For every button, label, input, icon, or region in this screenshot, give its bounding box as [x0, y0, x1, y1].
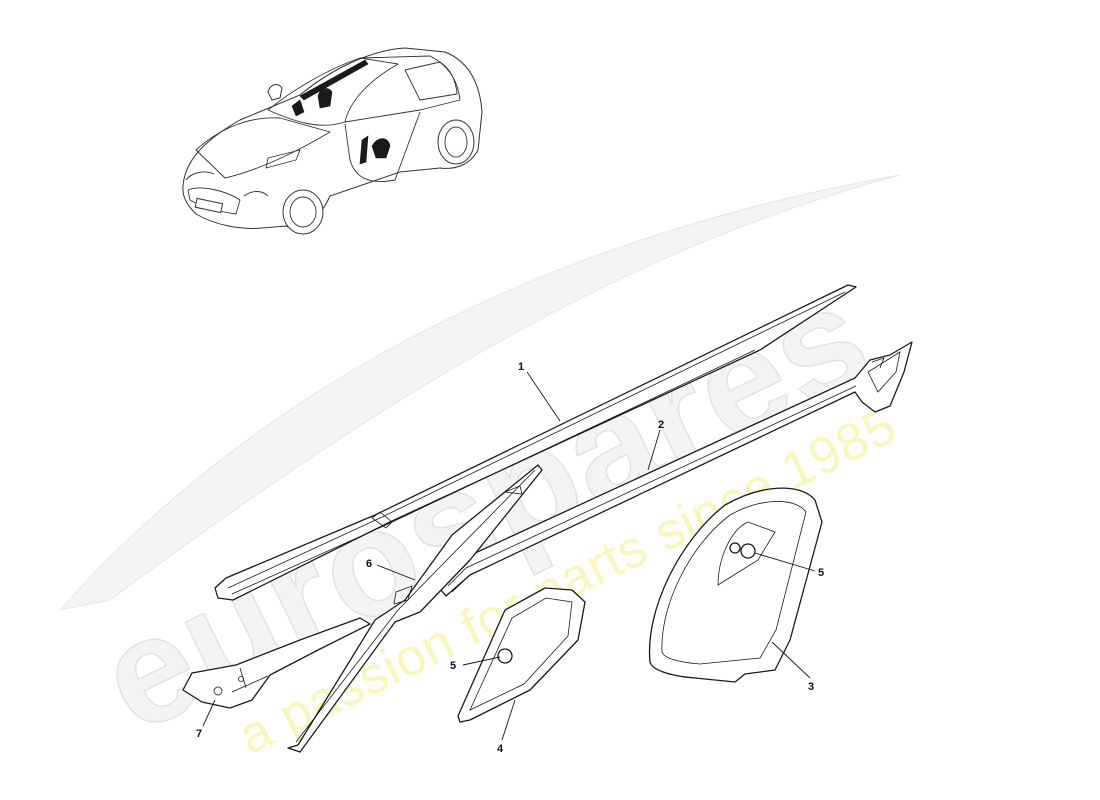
car-highlight-door: [371, 138, 391, 159]
callout-6: 6: [366, 558, 372, 570]
callout-5a: 5: [450, 660, 456, 672]
part-1-groove: [227, 291, 846, 595]
part-3-grommet-b: [740, 543, 756, 559]
part-3-trim-panel: [648, 487, 823, 683]
callouts: 1 2 3 4 5 5 6 7: [196, 361, 824, 755]
part-7-outline: [182, 617, 371, 709]
part-4-grommet: [497, 648, 513, 664]
part-1-roof-seal: [214, 284, 857, 601]
part-3-inner-edge: [661, 501, 807, 665]
part-7-hole-b: [238, 676, 244, 682]
car-windshield: [267, 57, 399, 126]
part-7-bracket: [182, 617, 371, 709]
car-highlight-pillar: [291, 99, 305, 117]
part-6-top-detail: [504, 485, 523, 495]
car-front-wheel: [282, 189, 324, 235]
car-side-mirror: [267, 84, 283, 101]
callout-3: 3: [808, 681, 814, 693]
car-highlight-seat: [317, 88, 333, 109]
leader-5b: [754, 552, 816, 572]
car-body: [182, 47, 483, 229]
car-number-plate: [194, 197, 224, 214]
callout-1: 1: [518, 361, 524, 373]
leader-5a: [462, 656, 501, 666]
car-front-lights: [185, 171, 269, 197]
leader-3: [771, 641, 811, 679]
part-3-recess: [717, 521, 776, 586]
leader-7: [202, 699, 216, 727]
car-rear-wheel: [437, 119, 475, 165]
callout-2: 2: [658, 419, 664, 431]
callout-4: 4: [497, 743, 504, 755]
car-outline-icon: [182, 47, 483, 235]
part-7-hole: [213, 686, 223, 696]
car-bonnet: [195, 117, 331, 179]
part-6-groove: [295, 469, 536, 743]
car-door-line: [344, 111, 421, 182]
leader-lines: [202, 371, 816, 741]
part-6-joint: [393, 585, 413, 605]
part-6-pillar-seal: [287, 464, 543, 753]
part-4-trim-panel: [457, 587, 586, 723]
part-3-outline: [648, 487, 823, 683]
car-bonnet-vent: [265, 149, 301, 169]
part-6-outline: [287, 464, 543, 753]
car-highlight-roof: [299, 59, 369, 101]
leader-1: [526, 371, 561, 422]
part-2-end-detail: [867, 351, 901, 393]
part-4-inner-edge: [469, 597, 573, 711]
part-1-end-detail: [371, 511, 393, 529]
part-2-door-seal: [436, 341, 913, 597]
car-highlight-door-seal: [359, 135, 369, 165]
part-4-outline: [457, 587, 586, 723]
callout-7: 7: [196, 728, 202, 740]
part-2-outline: [436, 341, 913, 597]
leader-4: [501, 699, 516, 741]
part-2-groove: [447, 385, 857, 593]
watermark-swoosh: [58, 174, 901, 611]
part-3-grommet-a: [729, 542, 741, 554]
car-front-wheel-rim: [289, 196, 317, 228]
car-rear-wheel-rim: [444, 126, 468, 158]
leader-6: [376, 564, 416, 581]
car-rear-window: [404, 61, 458, 101]
leader-2: [647, 429, 661, 471]
callout-5b: 5: [818, 567, 824, 579]
